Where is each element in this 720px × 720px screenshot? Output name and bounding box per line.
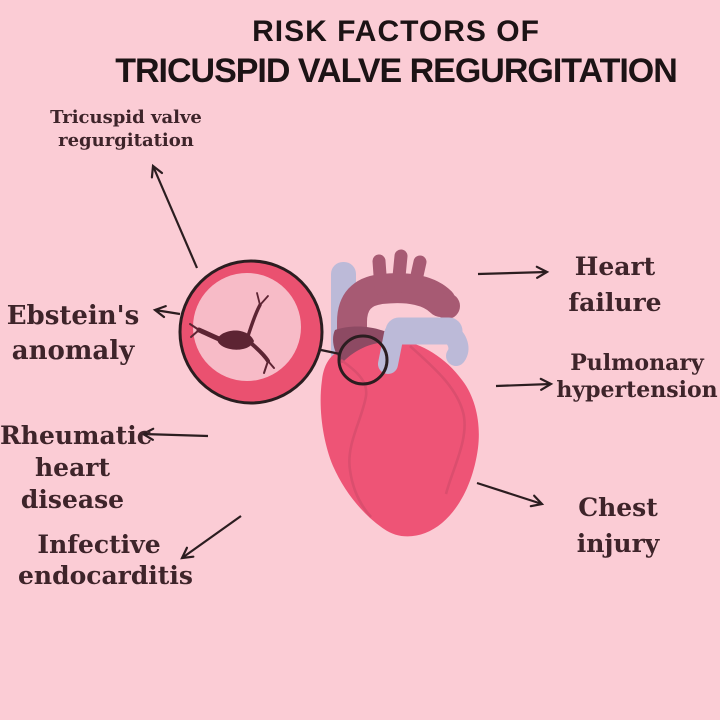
arrow-to-chest-injury-label bbox=[476, 481, 545, 508]
label-line: Tricuspid valve bbox=[50, 107, 202, 128]
aorta-branch-2 bbox=[391, 249, 408, 294]
label-ebsteins-anomaly: Ebstein's anomaly bbox=[0, 299, 152, 369]
label-chest-injury: Chest injury bbox=[538, 490, 698, 562]
label-infective-endocarditis: Infective endocarditis bbox=[18, 529, 193, 591]
right-coronary-vein bbox=[409, 345, 466, 495]
valve-arm-left bbox=[196, 327, 229, 345]
pulmonary-artery bbox=[385, 317, 469, 366]
label-line: Ebstein's bbox=[6, 301, 140, 331]
valve-arm-down bbox=[250, 342, 270, 363]
label-line: Rheumatic bbox=[0, 421, 152, 450]
aorta-knob bbox=[434, 293, 460, 319]
valve-arm-up bbox=[246, 303, 262, 338]
left-coronary-vein bbox=[340, 358, 372, 518]
aorta-branch-1 bbox=[372, 254, 388, 296]
arrow-to-heart-failure-label bbox=[477, 265, 550, 279]
valve-focus-circle bbox=[337, 334, 389, 386]
label-line: heart bbox=[35, 453, 110, 482]
label-line: disease bbox=[20, 485, 125, 514]
label-tricuspid-valve-regurgitation: Tricuspid valve regurgitation bbox=[26, 106, 226, 152]
annotation-arrows bbox=[140, 163, 554, 560]
title-line-1: RISK FACTORS OF bbox=[252, 15, 540, 48]
pulmonary-trunk-lower bbox=[378, 324, 404, 374]
label-pulmonary-hypertension: Pulmonary hypertension bbox=[555, 350, 719, 404]
magnifier-inner-circle bbox=[193, 273, 301, 381]
valve-center bbox=[217, 330, 254, 350]
arrow-to-rheumatic-label bbox=[140, 427, 209, 441]
arrow-to-infective-label bbox=[180, 515, 242, 560]
arrow-to-pulmonary-label bbox=[495, 377, 554, 391]
label-line: failure bbox=[568, 288, 662, 317]
heart-body bbox=[320, 339, 479, 537]
aorta bbox=[337, 249, 460, 393]
arrow-to-tricuspid-label bbox=[150, 163, 199, 269]
magnifier-connector-line bbox=[320, 348, 341, 356]
right-atrium-shadow bbox=[333, 326, 393, 363]
tricuspid-valve-magnified bbox=[178, 259, 324, 405]
valve-arm-down-fork bbox=[263, 360, 275, 374]
title-line-2: TRICUSPID VALVE REGURGITATION bbox=[115, 52, 678, 90]
pulmonary-artery-hook bbox=[440, 324, 469, 366]
label-line: Chest bbox=[578, 493, 658, 522]
label-line: Infective bbox=[37, 530, 161, 559]
arrow-to-ebsteins-label bbox=[152, 305, 181, 319]
label-line: Pulmonary bbox=[570, 350, 704, 376]
page-title: RISK FACTORS OF TRICUSPID VALVE REGURGIT… bbox=[36, 13, 720, 92]
label-line: Heart bbox=[574, 252, 656, 281]
label-line: regurgitation bbox=[58, 130, 194, 151]
label-rheumatic-heart-disease: Rheumatic heart disease bbox=[0, 420, 152, 516]
valve-arm-up-fork bbox=[256, 292, 269, 306]
label-line: endocarditis bbox=[18, 561, 193, 590]
label-line: hypertension bbox=[556, 377, 718, 403]
label-heart-failure: Heart failure bbox=[535, 249, 695, 321]
label-line: anomaly bbox=[11, 336, 135, 366]
valve-arm-left-fork bbox=[189, 323, 200, 338]
label-line: injury bbox=[576, 529, 660, 558]
valve-leaflets bbox=[189, 292, 275, 374]
aorta-branch-3 bbox=[407, 255, 427, 296]
heart-veins bbox=[340, 345, 466, 518]
